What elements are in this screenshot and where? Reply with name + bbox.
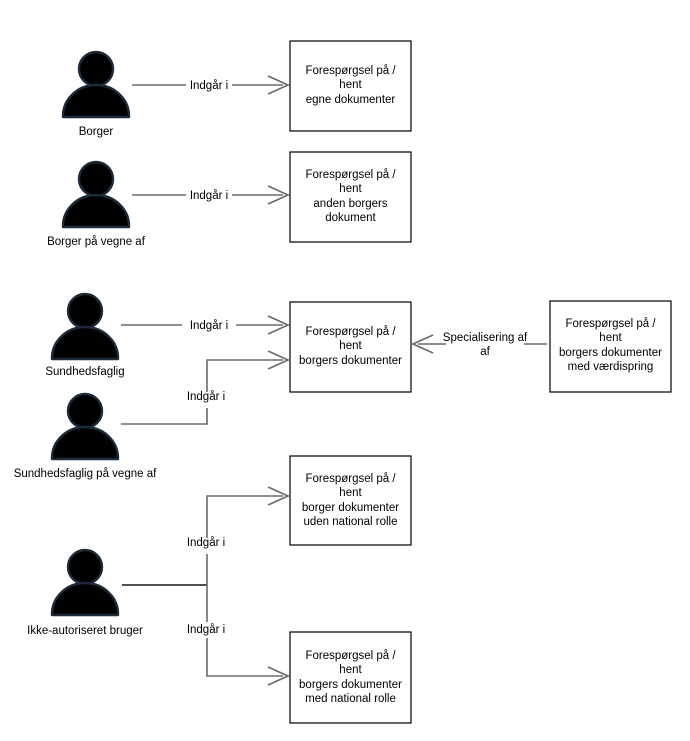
usecase-line: borger dokumenter (302, 502, 399, 514)
usecase-line: borgers dokumenter (299, 679, 402, 691)
relation-specialisering-af[interactable]: Specialisering af af (410, 332, 547, 358)
usecase-line: anden borgers (313, 198, 387, 210)
relation-label: Specialisering af (443, 332, 528, 344)
usecase-line: hent (339, 183, 362, 195)
usecase-borger-dokumenter-uden-national-rolle[interactable]: Forespørgsel på / hent borger dokumenter… (289, 455, 412, 546)
actor-label: Sundhedsfaglig (45, 366, 124, 378)
usecase-line: dokument (325, 212, 376, 224)
actor-label: Borger på vegne af (47, 236, 146, 248)
usecase-line: Forespørgsel på / (305, 650, 396, 662)
relation-label: Indgår i (187, 624, 225, 636)
relation-label: Indgår i (187, 391, 225, 403)
actor-borger[interactable]: Borger (61, 50, 131, 138)
actor-label: Borger (79, 126, 114, 138)
actor-person-icon (50, 425, 120, 461)
actor-person-icon (77, 160, 115, 198)
actor-ikke-autoriseret-bruger[interactable]: Ikke-autoriseret bruger (27, 548, 143, 637)
usecase-line: Forespørgsel på / (305, 169, 396, 181)
actor-person-icon (77, 50, 115, 88)
usecase-line: Forespørgsel på / (305, 473, 396, 485)
usecase-line: hent (339, 79, 362, 91)
relation-indgaar-i-borger[interactable]: Indgår i (132, 75, 291, 95)
usecase-line: med national rolle (305, 693, 396, 705)
actor-borger-paa-vegne-af[interactable]: Borger på vegne af (47, 160, 146, 248)
relation-label: Indgår i (190, 190, 228, 202)
actor-label: Ikke-autoriseret bruger (27, 625, 143, 637)
usecase-borgers-dokumenter-med-vaerdispring[interactable]: Forespørgsel på / hent borgers dokumente… (549, 300, 672, 393)
usecase-egne-dokumenter[interactable]: Forespørgsel på / hent egne dokumenter (289, 40, 412, 132)
actor-person-icon (50, 581, 120, 617)
usecase-line: hent (339, 664, 362, 676)
usecase-line: uden national rolle (304, 516, 398, 528)
actor-person-icon (61, 193, 131, 229)
usecase-line: borgers dokumenter (559, 347, 662, 359)
usecase-line: egne dokumenter (306, 94, 396, 106)
actor-person-icon (66, 292, 104, 330)
relation-indgaar-i-uden-national-rolle[interactable]: Indgår i (187, 486, 291, 585)
relation-label: Indgår i (190, 320, 228, 332)
usecase-anden-borgers-dokument[interactable]: Forespørgsel på / hent anden borgers dok… (289, 151, 412, 243)
actor-sundhedsfaglig[interactable]: Sundhedsfaglig (45, 292, 125, 378)
usecase-line: hent (599, 332, 622, 344)
relation-indgaar-i-borger-paa-vegne-af[interactable]: Indgår i (132, 185, 291, 205)
actor-sundhedsfaglig-paa-vegne-af[interactable]: Sundhedsfaglig på vegne af (14, 392, 157, 480)
usecase-line: hent (339, 487, 362, 499)
relation-indgaar-i-sundhedsfaglig[interactable]: Indgår i (121, 315, 291, 335)
actor-person-icon (66, 392, 104, 430)
relation-indgaar-i-med-national-rolle[interactable]: Indgår i (187, 585, 291, 686)
actor-person-icon (50, 325, 120, 361)
relation-label: Indgår i (187, 537, 225, 549)
usecase-line: borgers dokumenter (299, 355, 402, 367)
usecase-line: hent (339, 340, 362, 352)
usecase-line: Forespørgsel på / (565, 318, 656, 330)
usecase-borgers-dokumenter-med-national-rolle[interactable]: Forespørgsel på / hent borgers dokumente… (289, 631, 412, 724)
usecase-line: med værdispring (568, 361, 654, 373)
actor-person-icon (61, 83, 131, 119)
usecase-line: Forespørgsel på / (305, 326, 396, 338)
relation-indgaar-i-sundhedsfaglig-paa-vegne-af[interactable]: Indgår i (121, 350, 291, 425)
actor-person-icon (66, 548, 104, 586)
actor-label: Sundhedsfaglig på vegne af (14, 468, 157, 480)
relation-label: Indgår i (190, 80, 228, 92)
usecase-line: Forespørgsel på / (305, 65, 396, 77)
usecase-borgers-dokumenter[interactable]: Forespørgsel på / hent borgers dokumente… (289, 301, 412, 393)
relation-label-line2: af (480, 346, 490, 358)
